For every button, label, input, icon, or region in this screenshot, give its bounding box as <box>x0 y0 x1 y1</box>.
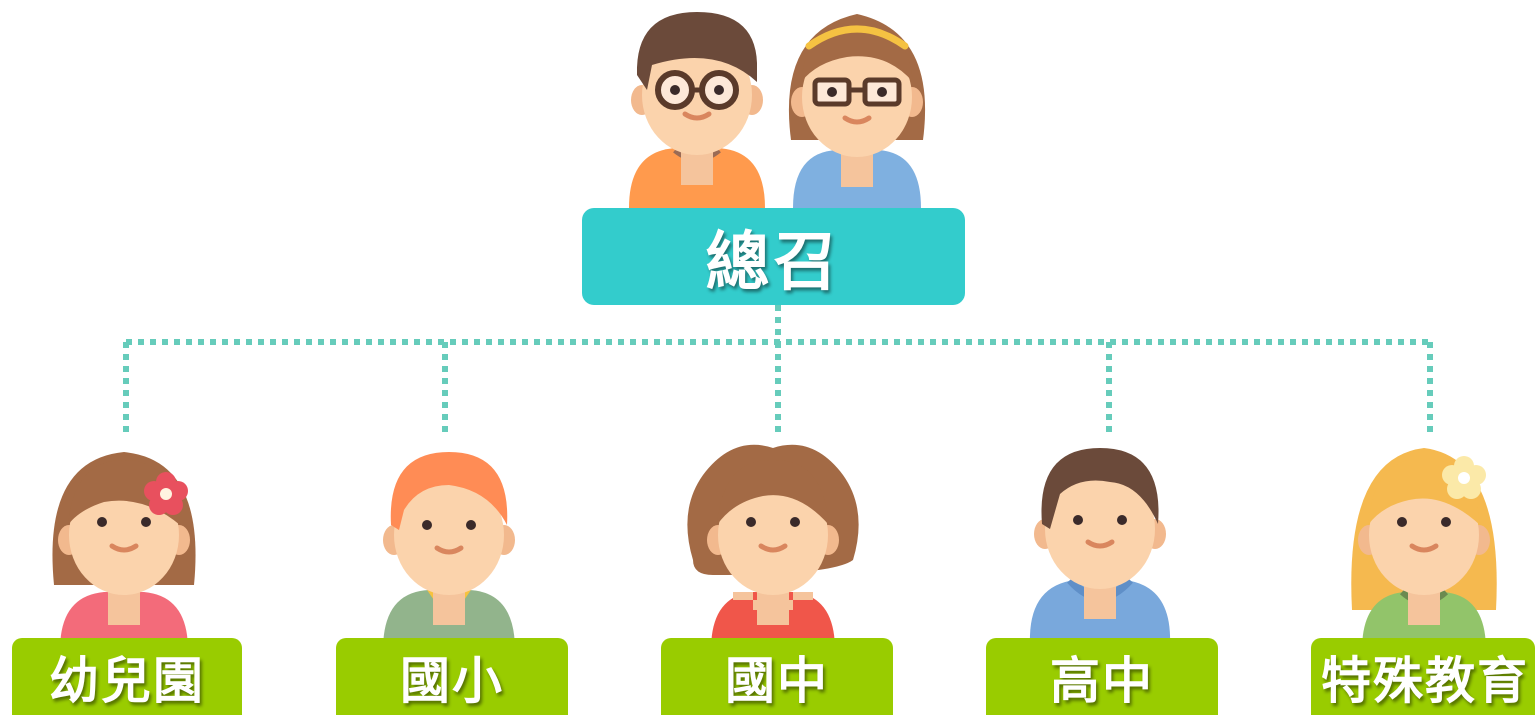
boy-in-hoodie-avatar-icon <box>1029 448 1171 644</box>
root-node-label: 總召 <box>582 208 965 305</box>
child-node-elementary: 國小 <box>336 638 568 715</box>
girl-with-flower-avatar-icon <box>52 452 196 650</box>
man-with-glasses-avatar-icon <box>629 12 765 208</box>
blonde-girl-with-flower-avatar-icon <box>1351 448 1497 650</box>
curly-haired-girl-avatar-icon <box>687 444 859 650</box>
child-node-special-education: 特殊教育 <box>1311 638 1535 715</box>
child-node-junior-high: 國中 <box>661 638 893 715</box>
woman-with-glasses-avatar-icon <box>788 14 926 208</box>
child-node-kindergarten: 幼兒園 <box>12 638 242 715</box>
child-node-senior-high: 高中 <box>986 638 1218 715</box>
red-haired-boy-avatar-icon <box>383 452 515 650</box>
connector-lines <box>123 305 1433 432</box>
